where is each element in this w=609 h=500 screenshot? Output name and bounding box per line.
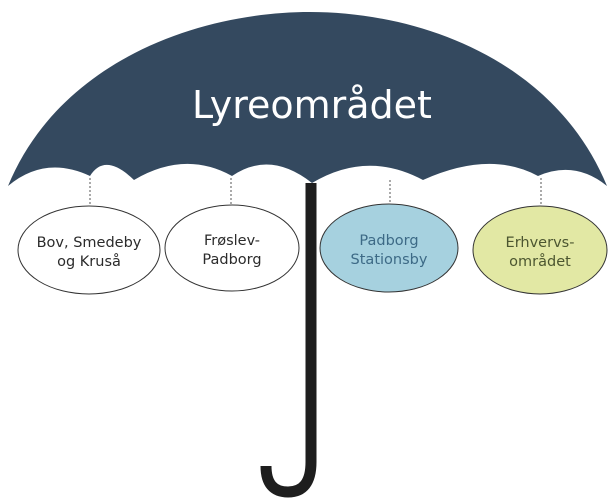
node-label-line1: Frøslev- — [204, 233, 260, 249]
node-ellipse — [472, 205, 608, 295]
node-bov-smedeby-krusaa: Bov, Smedeby og Kruså — [17, 205, 161, 295]
node-padborg-stationsby: Padborg Stationsby — [319, 203, 459, 293]
node-ellipse — [17, 205, 161, 295]
node-ellipse — [164, 204, 300, 292]
node-label-line2: området — [509, 253, 571, 270]
umbrella-canopy — [8, 12, 607, 186]
node-label-line2: og Kruså — [57, 253, 121, 270]
node-label-line2: Stationsby — [351, 252, 428, 268]
node-label-line1: Erhvervs- — [506, 235, 575, 251]
node-label-line2: Padborg — [202, 252, 261, 268]
node-froslev-padborg: Frøslev- Padborg — [164, 204, 300, 292]
node-erhvervsomradet: Erhvervs- området — [472, 205, 608, 295]
node-ellipse — [319, 203, 459, 293]
umbrella-handle — [260, 183, 317, 498]
node-label-line1: Padborg — [359, 233, 418, 249]
node-label-line1: Bov, Smedeby — [37, 235, 142, 251]
diagram-title: Lyreområdet — [192, 83, 432, 127]
